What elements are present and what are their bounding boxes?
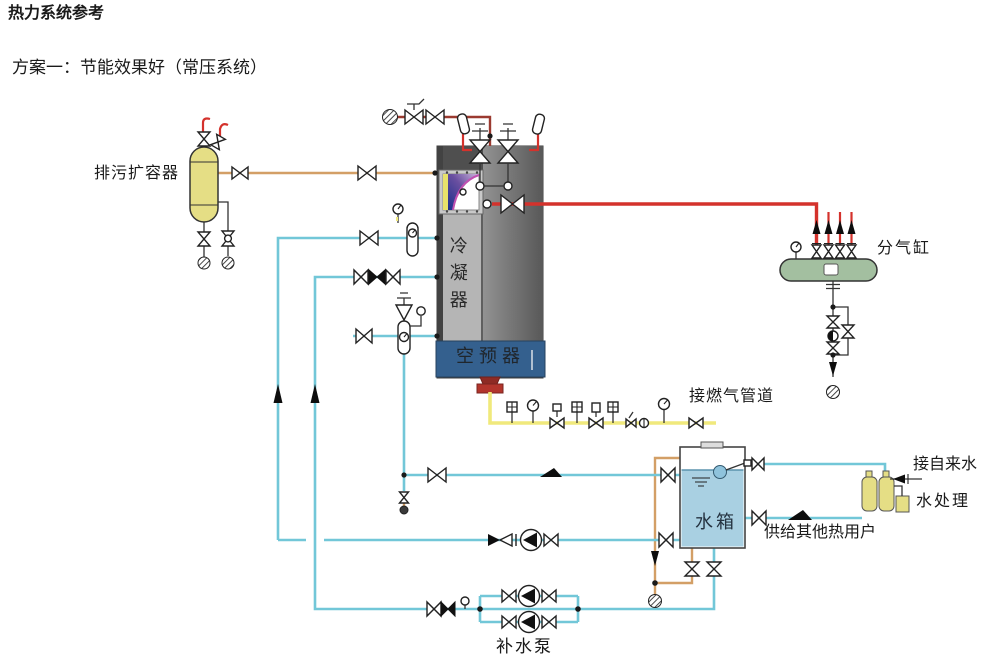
drain-icon [648, 594, 662, 608]
page-title: 热力系统参考 [8, 5, 105, 22]
burner [476, 376, 504, 394]
blowdown-vessel [189, 146, 219, 223]
silencer [382, 109, 398, 125]
check-valve-icon [440, 600, 456, 618]
tap-water-inlet [890, 474, 922, 484]
makeup-pump-label: 补水泵 [496, 637, 553, 656]
makeup-pump-1 [501, 584, 557, 608]
tank-outlet-fittings [751, 456, 812, 527]
overflow-drain-pipes [402, 456, 694, 595]
air-preheater-label: 空预器 [456, 346, 525, 366]
valve-icon [543, 532, 559, 548]
water-column-1 [273, 203, 440, 403]
float-valve [713, 459, 752, 479]
circulation-pump-line [488, 528, 674, 552]
drain-to-tank-line [398, 466, 676, 515]
sight-glass [438, 169, 484, 215]
relief-valve-icon [394, 304, 414, 322]
valve-icon [660, 466, 676, 484]
valve-icon [705, 561, 723, 577]
exhaust-nozzles [456, 113, 546, 135]
drain-icon [221, 256, 235, 270]
drain-icon [197, 256, 211, 270]
exhaust-valves [404, 98, 445, 126]
water-treatment-unit [861, 470, 910, 513]
scheme-subtitle: 方案一：节能效果好（常压系统） [12, 58, 267, 77]
main-steam-valve [482, 193, 525, 215]
gas-train [506, 397, 704, 430]
water-tank-label: 水箱 [695, 512, 737, 532]
other-heat-users-label: 供给其他热用户 [764, 524, 877, 541]
steam-riser-valves [810, 220, 858, 259]
header-condensate-drain [825, 281, 856, 399]
water-tank [679, 441, 746, 549]
blowdown-vessel-drains [196, 201, 236, 270]
blowdown-line-valves [231, 164, 438, 182]
condenser-label: 冷凝器 [447, 236, 468, 317]
blowdown-vessel-label: 排污扩容器 [94, 165, 180, 182]
blowdown-vessel-vents [196, 117, 229, 152]
steam-header [779, 241, 878, 282]
valve-icon [683, 561, 701, 577]
tank-lid [700, 441, 724, 449]
gauge-icon [416, 306, 426, 316]
valve-icon [355, 327, 373, 345]
tank-drain-fittings [648, 551, 701, 608]
check-valve-icon [368, 268, 386, 286]
check-valve-icon [488, 534, 500, 546]
air-preheater-band [435, 340, 546, 378]
valve-icon [427, 466, 447, 484]
drain-icon [826, 385, 840, 399]
water-column-2 [355, 292, 440, 355]
valve-icon [359, 229, 379, 247]
steam-header-label: 分气缸 [877, 240, 932, 257]
feed-control-valves [310, 268, 440, 403]
safety-valve-left [468, 123, 492, 191]
tap-water-label: 接自来水 [913, 456, 978, 473]
float-supply-line [747, 462, 887, 477]
valve-icon [658, 531, 674, 549]
safety-valve-right [484, 123, 520, 191]
makeup-pump-2 [501, 610, 557, 634]
gauge-icon [460, 596, 470, 606]
valve-icon [751, 456, 765, 472]
water-treatment-label: 水处理 [916, 493, 971, 510]
boiler-body [436, 145, 544, 379]
main-steam-pipe [492, 202, 853, 246]
valve-icon [751, 509, 767, 527]
gas-pipe-label: 接燃气管道 [689, 388, 775, 405]
makeup-pump-line [426, 561, 723, 634]
